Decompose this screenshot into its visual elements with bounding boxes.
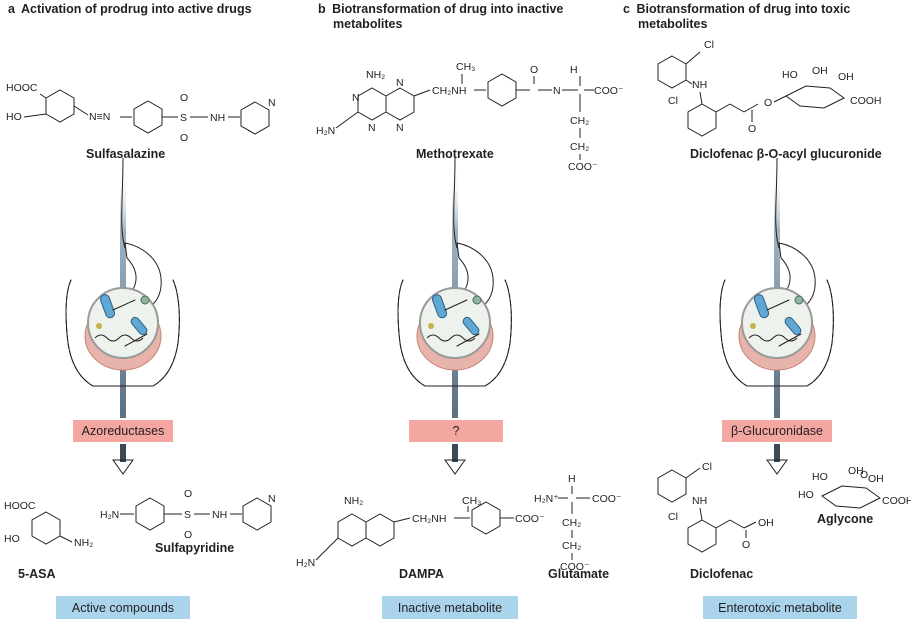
panel-a-title: a Activation of prodrug into active drug…	[8, 2, 252, 16]
label-o3: O	[184, 488, 192, 500]
label-oh-ag2: OH	[868, 473, 884, 485]
methotrexate-structure: NH₂ N N N N H₂N CH₂NH CH₃ O N H COO⁻ CH₂…	[316, 61, 624, 173]
label-s: S	[180, 112, 187, 124]
label-n-b2: N	[368, 122, 376, 134]
label-azo: N≡N	[89, 111, 110, 123]
label-o1: O	[180, 92, 188, 104]
label-hooc-2: HOOC	[4, 500, 36, 512]
label-ch2nh-d: CH₂NH	[412, 513, 446, 525]
arrow-down-a	[112, 444, 134, 475]
label-coo-d: COO⁻	[515, 513, 545, 525]
product-name-sulfapyridine: Sulfapyridine	[155, 541, 235, 555]
label-ho-ag2: HO	[798, 489, 814, 501]
label-h2n-plus: H₂N⁺	[534, 493, 559, 505]
label-hooc: HOOC	[6, 82, 38, 94]
label-h2n-d: H₂N	[296, 557, 315, 569]
label-coo-g2: COO⁻	[560, 561, 590, 573]
label-h2n: H₂N	[100, 509, 119, 521]
label-h2n-b: H₂N	[316, 125, 335, 137]
5-asa-structure: HOOC HO NH₂	[4, 500, 93, 549]
label-cl1: Cl	[704, 39, 714, 51]
result-box-c: Enterotoxic metabolite	[703, 596, 857, 619]
label-o-d2: O	[742, 539, 750, 551]
arrow-down-c	[766, 444, 788, 475]
label-o4: O	[184, 529, 192, 541]
label-o-c1: O	[748, 123, 756, 135]
label-ho-ag1: HO	[812, 471, 828, 483]
label-cooh-ag: COOH	[882, 495, 911, 507]
label-coo-b1: COO⁻	[594, 85, 624, 97]
label-n-b5: N	[553, 85, 561, 97]
label-nh2-d: NH₂	[344, 495, 363, 507]
product-name-aglycone: Aglycone	[817, 512, 874, 526]
label-cooh-c: COOH	[850, 95, 882, 107]
product-name-dampa: DAMPA	[399, 567, 444, 581]
label-o-c2: O	[764, 97, 772, 109]
label-ch3: CH₃	[456, 61, 475, 73]
dampa-structure: NH₂ H₂N CH₂NH CH₃ COO⁻	[296, 495, 545, 569]
label-o2: O	[180, 132, 188, 144]
label-coo-g1: COO⁻	[592, 493, 622, 505]
label-ch2-b2: CH₂	[570, 141, 589, 153]
label-ho-c1: HO	[782, 69, 798, 81]
label-ch2-g1: CH₂	[562, 517, 581, 529]
label-oh-c2: OH	[838, 71, 854, 83]
label-h-g: H	[568, 473, 576, 485]
enzyme-box-b: ?	[409, 420, 503, 442]
panel-b-title: b Biotransformation of drug into inactiv…	[318, 2, 564, 31]
arrow-down-b	[444, 444, 466, 475]
label-o-b: O	[530, 64, 538, 76]
label-nh-d2: NH	[692, 495, 707, 507]
sulfapyridine-structure: H₂N S O O NH N	[100, 488, 276, 541]
label-nh2-b: NH₂	[366, 69, 385, 81]
label-n-b3: N	[396, 77, 404, 89]
label-oh-ag1: OH	[848, 465, 864, 477]
enzyme-box-c: β-Glucuronidase	[722, 420, 832, 442]
label-nh2: NH₂	[74, 537, 93, 549]
glutamate-structure: H H₂N⁺ COO⁻ CH₂ CH₂ COO⁻	[534, 473, 622, 573]
diclofenac-glucuronide-structure: Cl Cl NH O O HO OH OH COOH	[657, 39, 882, 137]
label-n: N	[268, 97, 276, 109]
label-coo-b2: COO⁻	[568, 161, 598, 173]
diclofenac-structure: Cl Cl NH O OH	[657, 461, 774, 553]
substrate-name-b: Methotrexate	[416, 147, 494, 161]
label-ho: HO	[6, 111, 22, 123]
label-o-ag: O	[860, 469, 868, 481]
label-cl2: Cl	[668, 95, 678, 107]
label-n-b4: N	[396, 122, 404, 134]
label-s-2: S	[184, 509, 191, 521]
label-oh-d2: OH	[758, 517, 774, 529]
label-ho-2: HO	[4, 533, 20, 545]
enzyme-box-a: Azoreductases	[73, 420, 173, 442]
product-name-5asa: 5-ASA	[18, 567, 56, 581]
label-n-b1: N	[352, 92, 360, 104]
label-cl3: Cl	[702, 461, 712, 473]
label-nh-2: NH	[212, 509, 227, 521]
product-name-glutamate: Glutamate	[548, 567, 610, 581]
label-oh-c1: OH	[812, 65, 828, 77]
label-ch2-g2: CH₂	[562, 540, 581, 552]
sulfasalazine-structure: HOOC HO N≡N S O O NH N	[6, 82, 276, 144]
label-nh-c: NH	[692, 79, 707, 91]
substrate-name-a: Sulfasalazine	[86, 147, 166, 161]
product-name-diclofenac: Diclofenac	[690, 567, 754, 581]
label-ch2nh: CH₂NH	[432, 85, 466, 97]
label-nh: NH	[210, 112, 225, 124]
label-h-b: H	[570, 64, 578, 76]
substrate-name-c: Diclofenac β-O-acyl glucuronide	[690, 147, 882, 161]
result-box-b: Inactive metabolite	[382, 596, 518, 619]
result-box-a: Active compounds	[56, 596, 190, 619]
label-n-2: N	[268, 493, 276, 505]
panel-c-title: c Biotransformation of drug into toxic m…	[623, 2, 851, 31]
aglycone-structure: HO OH OH HO COOH O	[798, 465, 911, 509]
label-ch3-d: CH₃	[462, 495, 481, 507]
label-cl4: Cl	[668, 511, 678, 523]
label-ch2-b1: CH₂	[570, 115, 589, 127]
